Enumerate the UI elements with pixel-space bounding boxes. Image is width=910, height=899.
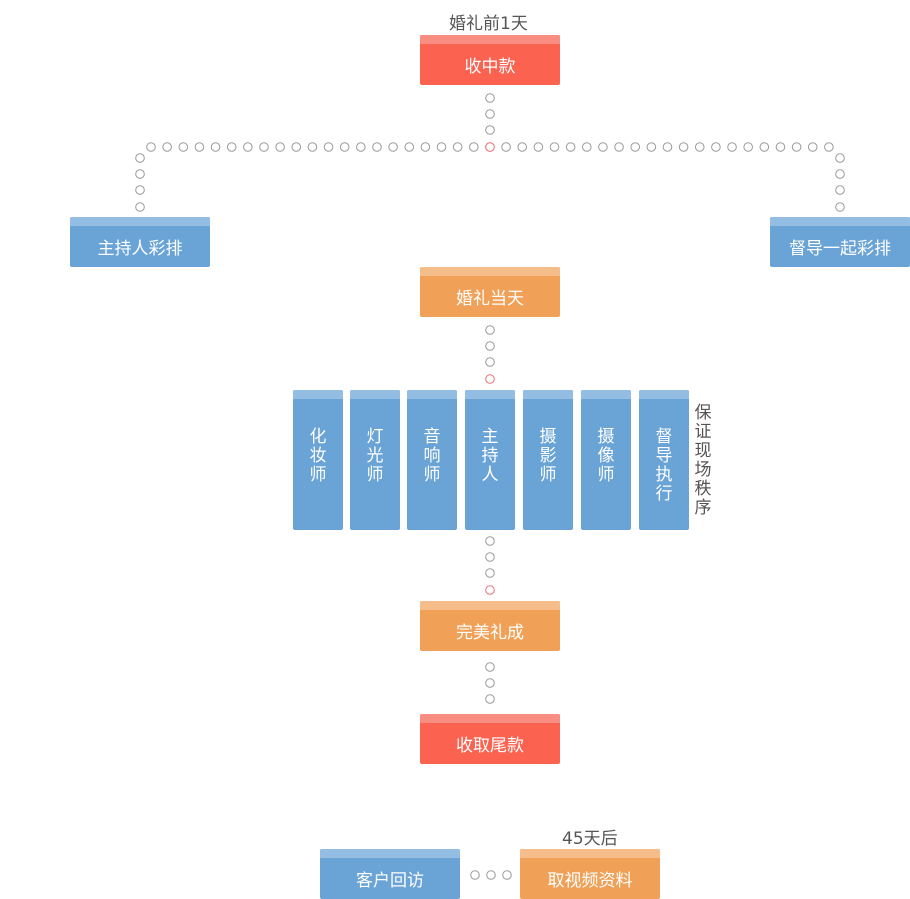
connector-dot (339, 142, 350, 152)
connector-dot (598, 142, 608, 152)
connector-dot (388, 142, 398, 152)
connector-dot (630, 142, 641, 152)
connector-dot (146, 142, 156, 152)
role-supervisor: 督导执行 (639, 390, 689, 530)
connector-dot (791, 142, 802, 152)
connector-dot (178, 142, 189, 152)
connector-dot (678, 142, 689, 152)
connector-dot (824, 142, 834, 152)
role-videographer: 摄像师 (581, 390, 631, 530)
connector-dot (775, 142, 786, 152)
completion-node: 完美礼成 (420, 601, 560, 651)
connector-dot (135, 169, 145, 179)
connector-dot (743, 142, 753, 152)
role-label: 音响师 (423, 427, 441, 485)
wedding-day-node: 婚礼当天 (420, 267, 560, 317)
connector-dot (835, 185, 845, 195)
connector-dot (581, 142, 592, 152)
connector-dot (614, 142, 624, 152)
collect-media-node: 取视频资料 (520, 849, 660, 899)
connector-dot (323, 142, 334, 152)
role-label: 摄像师 (597, 427, 615, 485)
connector-dot (135, 185, 145, 195)
role-label: 主持人 (481, 427, 499, 485)
role-label: 化妆师 (309, 427, 327, 485)
role-host: 主持人 (465, 390, 515, 530)
connector-dot (226, 142, 237, 152)
connector-dot (694, 142, 705, 152)
connector-dot (470, 870, 480, 880)
connector-dot (194, 142, 205, 152)
connector-dot (807, 142, 818, 152)
connector-dot (549, 142, 560, 152)
connector-dot (501, 142, 511, 152)
connector-dot (485, 568, 495, 578)
connector-dot (485, 662, 495, 672)
connector-dot (162, 142, 172, 152)
connector-dot (275, 142, 285, 152)
connector-dot (485, 374, 495, 384)
connector-dot (485, 93, 495, 103)
connector-dot (485, 109, 495, 119)
connector-dot (646, 142, 657, 152)
connector-dot (502, 870, 512, 880)
connector-dot (372, 142, 382, 152)
connector-dot (259, 142, 269, 152)
role-label: 摄影师 (539, 427, 557, 485)
connector-dot (356, 142, 366, 152)
connector-dot (835, 202, 845, 212)
supervisor-rehearsal-node: 督导一起彩排 (770, 217, 910, 267)
client-visit-node: 客户回访 (320, 849, 460, 899)
connector-dot (485, 585, 495, 595)
connector-dot (135, 153, 145, 163)
host-rehearsal-node: 主持人彩排 (70, 217, 210, 267)
role-label: 督导执行 (655, 427, 673, 504)
connector-dot (436, 142, 447, 152)
connector-dot (759, 142, 770, 152)
connector-dot (210, 142, 221, 152)
connector-dot (565, 142, 576, 152)
connector-dot (307, 142, 318, 152)
connector-dot (485, 694, 495, 704)
deposit-node: 收中款 (420, 35, 560, 85)
role-lighting-tech: 灯光师 (350, 390, 400, 530)
connector-dot (135, 202, 145, 212)
role-sound-tech: 音响师 (407, 390, 457, 530)
connector-dot (485, 142, 495, 152)
connector-dot (533, 142, 544, 152)
connector-dot (452, 142, 463, 152)
order-note: 保证现场秩序 (694, 403, 712, 518)
connector-dot (485, 125, 495, 135)
connector-dot (485, 341, 495, 351)
connector-dot (835, 169, 845, 179)
connector-dot (404, 142, 415, 152)
connector-dot (485, 536, 495, 546)
connector-dot (711, 142, 721, 152)
connector-dot (420, 142, 431, 152)
connector-dot (662, 142, 673, 152)
connector-dot (727, 142, 737, 152)
connector-dot (243, 142, 253, 152)
connector-dot (485, 678, 495, 688)
before-day-label: 婚礼前1天 (449, 14, 528, 34)
connector-dot (486, 870, 496, 880)
connector-dot (485, 357, 495, 367)
role-makeup-artist: 化妆师 (293, 390, 343, 530)
final-payment-node: 收取尾款 (420, 714, 560, 764)
connector-dot (485, 325, 495, 335)
connector-dot (485, 552, 495, 562)
connector-dot (517, 142, 528, 152)
connector-dot (469, 142, 479, 152)
role-label: 灯光师 (366, 427, 384, 485)
role-photographer: 摄影师 (523, 390, 573, 530)
after-45-days-label: 45天后 (562, 829, 618, 849)
connector-dot (291, 142, 302, 152)
connector-dot (835, 153, 845, 163)
